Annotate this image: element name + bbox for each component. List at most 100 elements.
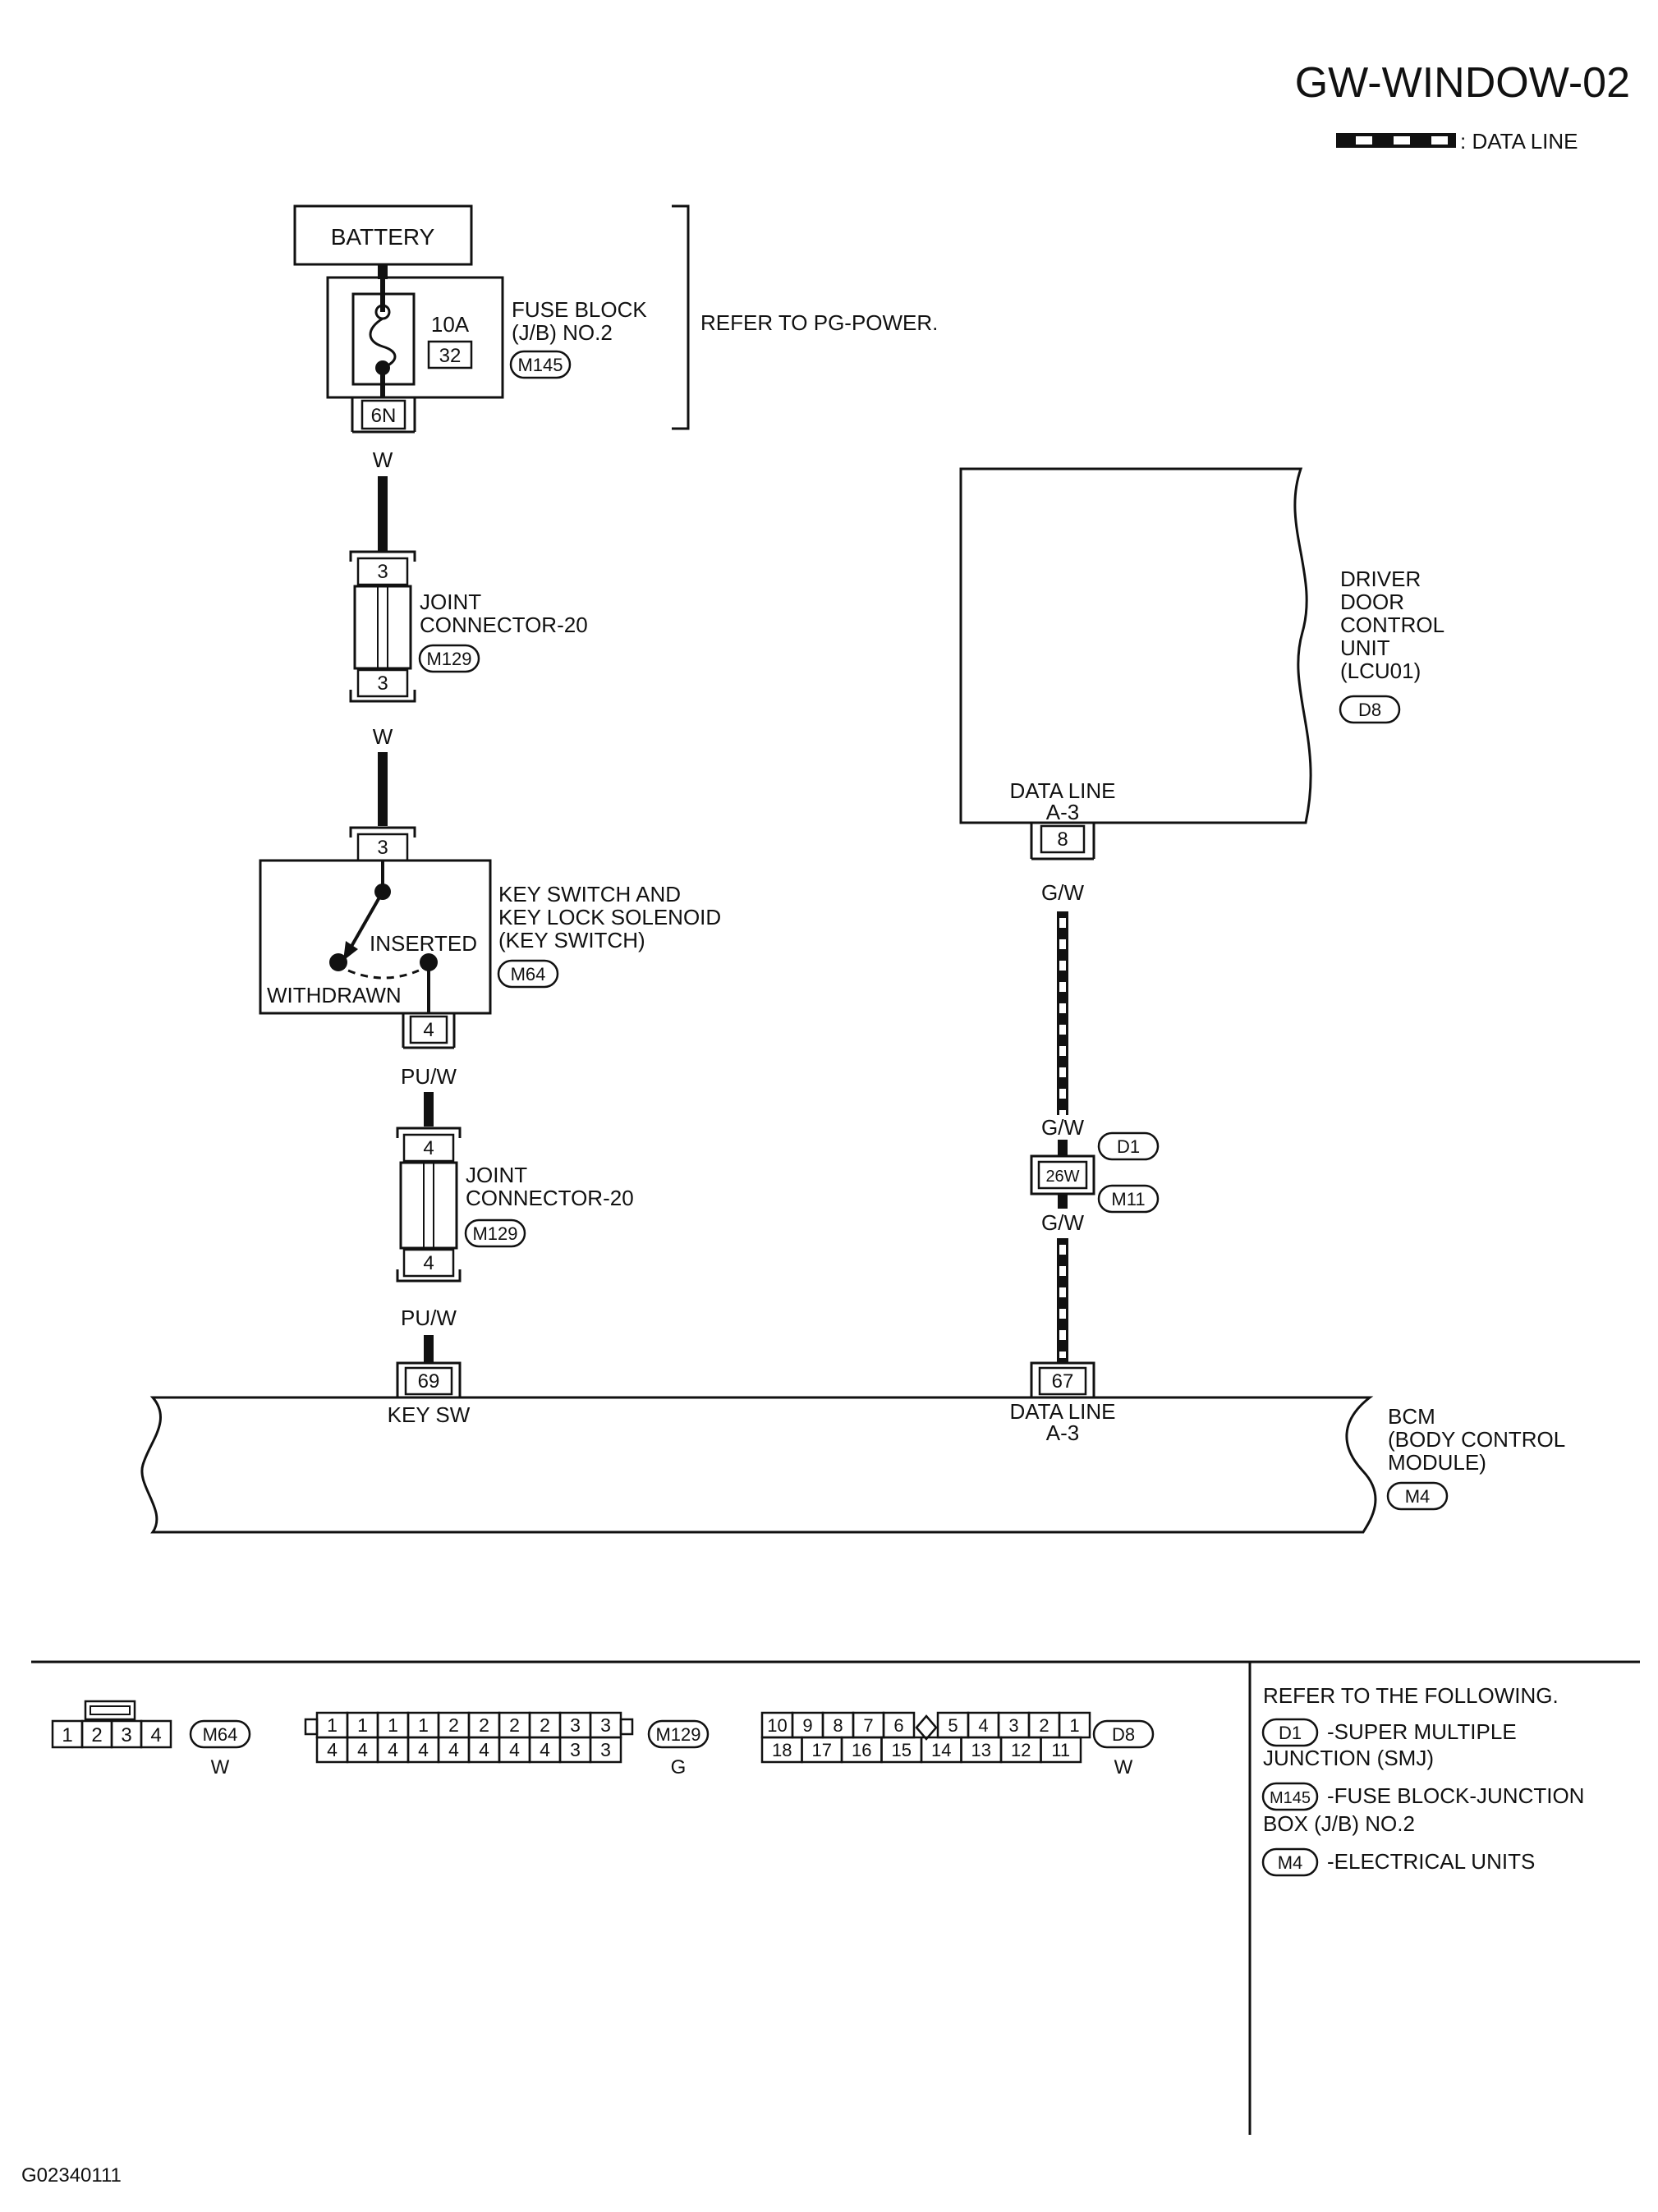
joint-connector-lower-pin-top: 4: [423, 1137, 434, 1159]
reference-panel-heading: REFER TO THE FOLLOWING.: [1263, 1683, 1559, 1708]
joint-connector-upper-pin-top-box: [356, 557, 409, 586]
driver-door-terminal-pin: 8: [1030, 823, 1095, 860]
connector-pin-number: 14: [931, 1740, 951, 1760]
joint-connector-upper-body: [353, 585, 412, 670]
fuse-element-icon: [369, 278, 397, 397]
reference-item: D1 -SUPER MULTIPLE JUNCTION (SMJ): [1261, 1718, 1517, 1770]
reference-item-description-line1: -ELECTRICAL UNITS: [1327, 1849, 1535, 1874]
fuse-block: 10A 32 FUSE BLOCK (J/B) NO.2 M145 6N: [326, 276, 647, 434]
driver-door-terminal-pin-label: 8: [1057, 828, 1068, 851]
joint-connector-upper-code: M129: [426, 649, 471, 669]
bcm-pin-67-label: 67: [1052, 1370, 1074, 1393]
connector-pin-number: 4: [479, 1739, 489, 1760]
fuse-terminal-label: 6N: [371, 405, 397, 427]
connector-pin: 10: [760, 1711, 794, 1739]
connector-pin-number: 1: [357, 1714, 368, 1736]
bcm-name-line1: BCM: [1388, 1404, 1435, 1429]
inline-connector-d1-m11: 26W D1 M11: [1030, 1131, 1160, 1214]
fuse-block-name-line1: FUSE BLOCK: [512, 297, 647, 322]
key-switch-pin-top: 3: [377, 837, 388, 859]
connector-pin: 4: [140, 1719, 172, 1749]
key-switch-pin-bottom: 4: [402, 1013, 456, 1049]
connector-pin: 4: [406, 1736, 440, 1764]
inline-connector-badge-top: D1: [1097, 1131, 1160, 1161]
connector-pin: 1: [346, 1711, 379, 1739]
connector-pin: 8: [821, 1711, 855, 1739]
connector-pin: 13: [960, 1736, 1003, 1764]
bcm-badge: M4: [1386, 1481, 1449, 1511]
joint-connector-lower-pin-bottom-box: [402, 1248, 455, 1278]
fuse-block-connector-code: M145: [517, 355, 563, 375]
wire-color-puw-lower: PU/W: [401, 1306, 457, 1330]
battery-box: BATTERY: [293, 204, 473, 266]
connector-pin-number: 4: [509, 1739, 520, 1760]
connector-pin: 4: [315, 1736, 349, 1764]
connector-pin-number: 3: [600, 1739, 611, 1760]
connector-pin: 2: [80, 1719, 113, 1749]
connector-pin-number: 7: [863, 1715, 873, 1736]
connector-pin: 5: [936, 1711, 970, 1739]
connector-pin-number: 4: [448, 1739, 459, 1760]
wire-color-gw-upper: G/W: [1041, 880, 1084, 905]
connector-face-d8-key-icon: [915, 1714, 938, 1741]
inline-connector-code-top: D1: [1117, 1136, 1140, 1157]
connector-pin: 2: [437, 1711, 471, 1739]
connector-pin: 12: [999, 1736, 1042, 1764]
connector-face-d8-badge: D8: [1092, 1719, 1155, 1749]
data-line-legend-label: : DATA LINE: [1460, 129, 1578, 154]
reference-item-description-line1: -SUPER MULTIPLE: [1327, 1719, 1517, 1744]
connector-pin-number: 2: [479, 1714, 489, 1736]
key-switch-badge: M64: [497, 959, 559, 989]
connector-pin-number: 1: [327, 1714, 338, 1736]
driver-door-unit-name-line1: DRIVER: [1340, 567, 1421, 591]
key-switch-body: [259, 859, 492, 1015]
connector-pin-number: 16: [852, 1740, 871, 1760]
connector-pin: 1: [1058, 1711, 1091, 1739]
connector-pin-number: 4: [388, 1739, 398, 1760]
wire-color-w-upper: W: [373, 447, 393, 472]
reference-item-description-line2: BOX (J/B) NO.2: [1263, 1811, 1415, 1836]
fuse-terminal-6n: 6N: [351, 397, 416, 434]
joint-connector-upper-pin-bottom-box: [356, 668, 409, 698]
bcm-code: M4: [1405, 1486, 1431, 1507]
connector-pin: 6: [882, 1711, 916, 1739]
joint-connector-lower-code: M129: [472, 1223, 517, 1244]
connector-pin: 1: [51, 1719, 84, 1749]
connector-pin: 4: [467, 1736, 501, 1764]
connector-pin-number: 4: [418, 1739, 429, 1760]
driver-door-control-unit: DRIVER DOOR CONTROL UNIT (LCU01) D8 DATA…: [959, 467, 1444, 860]
reference-item-description-line1: -FUSE BLOCK-JUNCTION: [1327, 1783, 1584, 1808]
connector-pin-number: 17: [812, 1740, 832, 1760]
joint-connector-lower-badge: M129: [464, 1218, 526, 1248]
connector-pin-number: 1: [1069, 1715, 1079, 1736]
connector-pin-number: 4: [327, 1739, 338, 1760]
connector-pin-number: 3: [1008, 1715, 1018, 1736]
key-switch-state-withdrawn: WITHDRAWN: [267, 983, 402, 1007]
key-switch-name-line3: (KEY SWITCH): [498, 928, 645, 952]
bcm-name-line2: (BODY CONTROL: [1388, 1427, 1565, 1452]
joint-connector-upper-pin-top: 3: [377, 561, 388, 583]
connector-pin-number: 4: [540, 1739, 550, 1760]
connector-pin: 3: [558, 1736, 592, 1764]
connector-face-m64-color: W: [211, 1756, 230, 1778]
connector-face-m129-color: G: [671, 1756, 687, 1778]
connector-face-d8-code: D8: [1112, 1724, 1135, 1745]
connector-face-m129-code: M129: [655, 1724, 700, 1745]
battery-label: BATTERY: [331, 224, 435, 250]
wire-color-puw-upper: PU/W: [401, 1064, 457, 1089]
driver-door-terminal-label-line2: A-3: [1046, 800, 1079, 824]
reference-item: M4 -ELECTRICAL UNITS: [1261, 1847, 1535, 1877]
data-line-legend-swatch: [1336, 133, 1456, 148]
connector-pin: 4: [346, 1736, 379, 1764]
reference-item-code: M4: [1278, 1852, 1303, 1873]
inline-connector-code-bottom: M11: [1111, 1189, 1145, 1209]
connector-pin: 3: [558, 1711, 592, 1739]
key-switch-code: M64: [511, 964, 546, 984]
connector-face-m64-code: M64: [203, 1724, 238, 1745]
bcm-name-line3: MODULE): [1388, 1450, 1486, 1475]
driver-door-unit-name-line2: DOOR: [1340, 590, 1404, 614]
key-switch-state-inserted: INSERTED: [370, 931, 477, 956]
